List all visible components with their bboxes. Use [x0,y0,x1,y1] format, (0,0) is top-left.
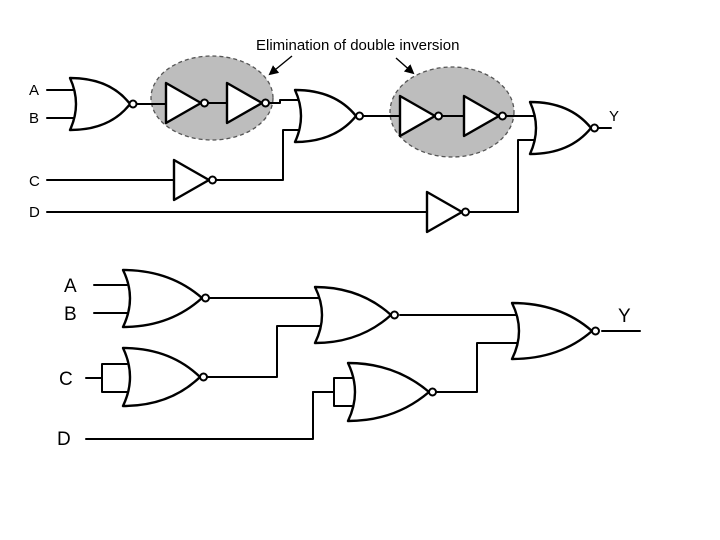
top-input-label-a: A [29,82,39,99]
top-not-gate-3 [398,94,443,138]
bottom-output-label-y: Y [618,306,631,327]
bottom-input-label-a: A [64,276,77,297]
bottom-nor-gate-d [346,361,437,423]
bottom-nor-gate-2 [313,285,399,345]
wire-d2-bridge [312,377,353,407]
top-not-gate-2 [225,81,270,125]
top-not-gate-d [425,190,470,234]
wire-not-d-out [468,139,538,213]
top-circuit: Elimination of double inversion A B C D … [29,37,619,234]
bottom-circuit: A B C D Y [57,268,641,450]
bottom-input-label-c: C [59,369,73,390]
wire-c2-bridge [101,363,128,393]
annotation-arrow-right [395,57,415,75]
top-nor-gate-1 [68,76,138,132]
annotation-arrow-left [268,55,293,76]
bottom-nor-gate-3 [510,301,600,361]
top-output-label-y: Y [609,108,619,125]
double-inversion-highlight-2 [389,66,515,158]
top-not-gate-4 [462,94,507,138]
bottom-wires [85,284,641,440]
top-input-label-b: B [29,110,39,127]
top-nor-gate-2 [293,88,364,144]
wire-nor-c-out [207,325,321,378]
bottom-input-label-b: B [64,304,77,325]
bottom-input-label-d: D [57,429,71,450]
top-input-label-d: D [29,204,40,221]
double-inversion-highlight-1 [150,55,274,141]
annotation-text: Elimination of double inversion [256,37,459,54]
wire-not-c-out [215,129,303,181]
top-not-gate-1 [164,81,209,125]
top-input-label-c: C [29,173,40,190]
wire-d2 [85,391,314,440]
wire-chain-1-out [268,99,303,104]
bottom-nor-gate-c [121,346,208,408]
top-wires [46,89,612,213]
top-not-gate-c [172,158,217,202]
wire-nor-d-out [436,342,520,393]
bottom-nor-gate-1 [121,268,210,329]
top-nor-gate-3 [528,100,599,156]
